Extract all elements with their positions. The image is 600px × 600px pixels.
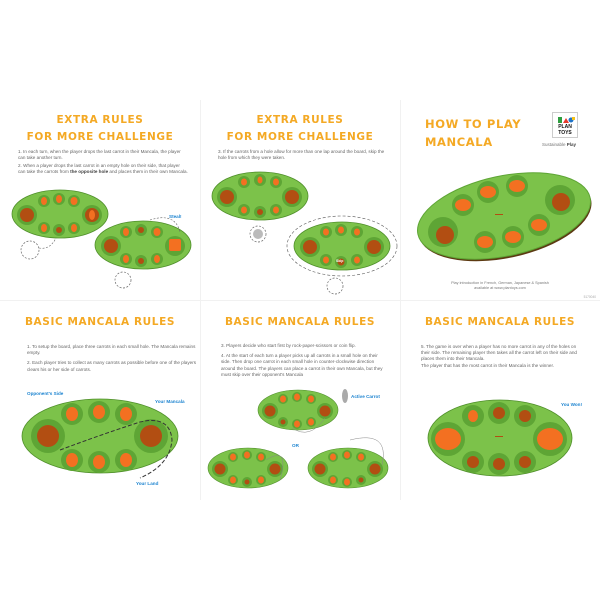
logo-text-toys: TOYS	[558, 130, 572, 136]
board-illustration	[21, 398, 179, 479]
panel-divider	[0, 300, 600, 301]
rule-2: 2. When a player drops the last carrot i…	[18, 163, 188, 175]
title-line-1: EXTRA RULES	[56, 114, 144, 126]
rules-text: 1. To setup the board, place three carro…	[27, 344, 197, 374]
mancala-board	[286, 215, 398, 277]
footer-line-1: Play introduction in French, German, Jap…	[451, 281, 549, 285]
board-illustration	[11, 189, 192, 289]
tagline-bold: Play	[566, 142, 577, 147]
rule-1: 1. To setup the board, place three carro…	[27, 344, 196, 356]
product-code: 5170040	[583, 295, 596, 299]
your-land-label: Your Land	[136, 481, 159, 486]
panel-extra-rules-1: EXTRA RULES FOR MORE CHALLENGE 1. In eac…	[0, 100, 200, 300]
rules-text: 5. The game is over when a player has no…	[421, 344, 586, 370]
panel-title: BASIC MANCALA RULES	[424, 316, 576, 328]
mancala-board	[211, 171, 309, 221]
panel-basic-rules-2: BASIC MANCALA RULES 3. Players decide wh…	[200, 300, 400, 500]
instruction-sheet: EXTRA RULES FOR MORE CHALLENGE 1. In eac…	[0, 100, 600, 500]
logo-text-plan: PLAN	[558, 124, 572, 130]
panel-title: BASIC MANCALA RULES	[24, 316, 176, 328]
active-carrot-label: Active Carrot	[351, 394, 380, 399]
rule-4: 4. At the start of each turn a player pi…	[221, 353, 383, 377]
panel-title: EXTRA RULES FOR MORE CHALLENGE	[0, 112, 200, 146]
steal-label: Steal!	[169, 214, 182, 219]
brand-tagline: Sustainable Play	[542, 142, 576, 147]
title-line-2: FOR MORE CHALLENGE	[226, 131, 374, 143]
plantoys-logo: PLAN TOYS	[552, 112, 578, 138]
rules-text: 3. Players decide who start first by roc…	[221, 343, 386, 380]
rule-5: 5. The game is over when a player has no…	[421, 344, 577, 362]
cover-title: HOW TO PLAY MANCALA	[425, 115, 521, 151]
panel-cover: HOW TO PLAY MANCALA PLAN TOYS Sustainabl…	[400, 100, 600, 300]
title-line-1: HOW TO PLAY	[425, 117, 522, 131]
rule-2-text-end: and places them in their own Mancala.	[108, 169, 188, 175]
your-mancala-label: Your Mancala	[155, 399, 185, 404]
rules-text: 3. If the carrots from a hole allow for …	[218, 149, 388, 163]
rule-5-winner: The player that has the most carrot in t…	[421, 362, 555, 368]
mancala-board	[94, 220, 192, 270]
skip-label: Skip	[336, 259, 344, 263]
you-won-label: You Won!	[561, 402, 583, 407]
logo-shapes-icon	[558, 117, 575, 123]
footer-note: Play introduction in French, German, Jap…	[400, 281, 600, 291]
panel-basic-rules-1: BASIC MANCALA RULES 1. To setup the boar…	[0, 300, 200, 500]
title-line-1: EXTRA RULES	[256, 114, 344, 126]
rule-3: 3. Players decide who start first by roc…	[221, 343, 356, 348]
tagline-text: Sustainable	[542, 142, 567, 147]
panel-title: EXTRA RULES FOR MORE CHALLENGE	[200, 112, 400, 146]
rule-3: 3. If the carrots from a hole allow for …	[218, 149, 385, 161]
mancala-board	[307, 447, 389, 489]
title-line-2: MANCALA	[425, 135, 493, 149]
or-label: OR	[292, 443, 299, 448]
mancala-board	[207, 447, 289, 489]
panel-extra-rules-2: EXTRA RULES FOR MORE CHALLENGE 3. If the…	[200, 100, 400, 300]
mancala-board-illustration	[417, 172, 592, 262]
rule-2-bold: the opposite hole	[70, 169, 109, 175]
opponents-side-label: Opponent's Side	[27, 391, 64, 396]
rule-1: 1. In each turn, when the player drops t…	[18, 149, 181, 161]
panel-basic-rules-3: BASIC MANCALA RULES 5. The game is over …	[400, 300, 600, 500]
board-illustration	[427, 399, 573, 477]
rule-2: 2. Each player tries to collect as many …	[27, 360, 197, 372]
footer-line-2: available at www.plantoys.com	[474, 286, 526, 290]
title-line-2: FOR MORE CHALLENGE	[26, 131, 174, 143]
board-illustrations	[207, 389, 389, 489]
mancala-board	[257, 389, 339, 431]
rules-text: 1. In each turn, when the player drops t…	[18, 149, 188, 177]
board-illustration	[211, 171, 398, 295]
rule-2-text: 2. When a player drops the last carrot i…	[18, 162, 180, 175]
panel-title: BASIC MANCALA RULES	[224, 316, 376, 328]
mancala-board	[11, 189, 109, 239]
